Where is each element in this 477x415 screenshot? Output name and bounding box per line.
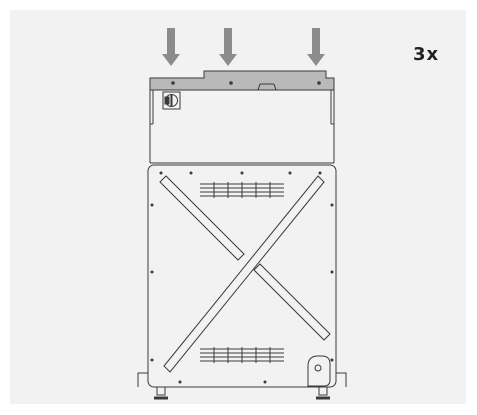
adjustable-foot	[154, 386, 168, 400]
down-arrow-icon	[219, 28, 237, 66]
top-bracket	[149, 70, 335, 91]
screw	[171, 81, 175, 85]
multiplier-label: 3x	[413, 44, 440, 65]
back-panel	[137, 164, 347, 388]
adjustable-foot	[316, 386, 330, 400]
screw	[317, 81, 321, 85]
power-connector	[307, 355, 331, 387]
down-arrow-icon	[307, 28, 325, 66]
rotary-switch-icon	[162, 91, 181, 110]
upper-vent	[200, 182, 284, 198]
down-arrow-icon	[162, 28, 180, 66]
upper-housing	[149, 90, 335, 164]
cross-brace	[159, 175, 331, 373]
screw	[229, 81, 233, 85]
lower-vent	[200, 347, 284, 363]
